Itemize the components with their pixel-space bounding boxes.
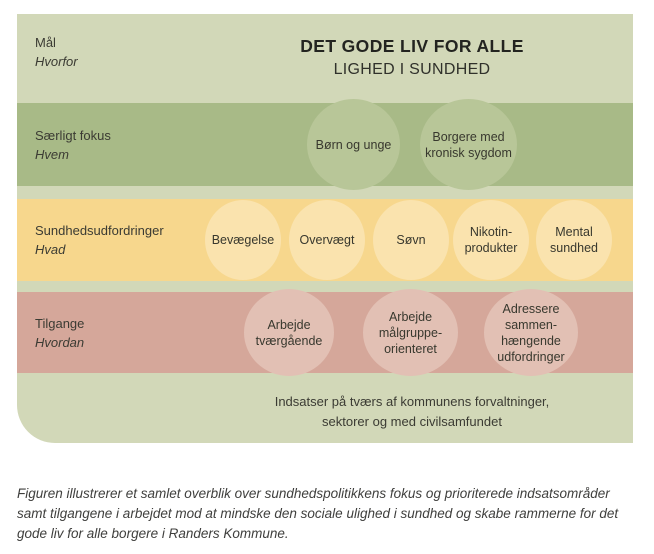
row-label-tilgange: Tilgange Hvordan bbox=[35, 314, 84, 352]
bubble-mental-sundhed: Mental sundhed bbox=[536, 200, 612, 280]
bubble-label: Børn og unge bbox=[315, 137, 392, 152]
row-label-sub: Hvordan bbox=[35, 334, 85, 350]
bubble-label: Arbejde målgruppe-orienteret bbox=[378, 309, 443, 356]
row-label-main: Mål bbox=[35, 35, 56, 50]
bubble-label: Adressere sammen-hængende udfordringer bbox=[497, 301, 565, 364]
bubble-borgere-med-kronisk-sygdom: Borgere med kronisk sygdom bbox=[420, 99, 517, 190]
bubble-label: Borgere med kronisk sygdom bbox=[425, 129, 512, 160]
bubble-born-og-unge: Børn og unge bbox=[307, 99, 400, 190]
bubble-arbejde-tvaergaaende: Arbejde tværgående bbox=[244, 289, 334, 376]
band-tilgange: Tilgange Hvordan Arbejde tværgående Arbe… bbox=[17, 289, 633, 376]
bubble-arbejde-maalgruppeorienteret: Arbejde målgruppe-orienteret bbox=[363, 289, 458, 376]
row-label-sub: Hvem bbox=[35, 146, 69, 162]
bubble-nikotinprodukter: Nikotin-produkter bbox=[453, 200, 529, 280]
bubble-overvaegt: Overvægt bbox=[289, 200, 365, 280]
bubble-label: Søvn bbox=[396, 233, 426, 247]
bubble-label: Bevægelse bbox=[211, 233, 275, 247]
diagram-subtitle: LIGHED I SUNDHED bbox=[333, 61, 491, 78]
bubble-adressere-sammenhaengende-udfordringer: Adressere sammen-hængende udfordringer bbox=[484, 289, 578, 376]
row-label-main: Særligt fokus bbox=[35, 127, 111, 143]
row-label-maal: Mål Hvorfor bbox=[35, 33, 78, 71]
health-policy-diagram: Mål Hvorfor DET GODE LIV FOR ALLE LIGHED… bbox=[17, 14, 633, 443]
row-label-sub: Hvad bbox=[35, 242, 66, 257]
bubble-bevaegelse: Bevægelse bbox=[205, 200, 281, 280]
band-saerligt-fokus: Særligt fokus Hvem Børn og unge Borgere … bbox=[17, 99, 633, 190]
row-label-main: Tilgange bbox=[35, 315, 85, 331]
bubble-sovn: Søvn bbox=[373, 200, 449, 280]
row-label-sub: Hvorfor bbox=[35, 54, 78, 69]
footer-line-2: sektorer og med civilsamfundet bbox=[322, 414, 502, 429]
row-label-sundhedsudfordringer: Sundhedsudfordringer Hvad bbox=[35, 221, 164, 259]
diagram-title-block: DET GODE LIV FOR ALLE LIGHED I SUNDHED bbox=[192, 36, 632, 79]
diagram-title: DET GODE LIV FOR ALLE bbox=[300, 36, 524, 56]
footer-line-1: Indsatser på tværs af kommunens forvaltn… bbox=[274, 394, 550, 409]
bubble-label: Mental sundhed bbox=[550, 225, 598, 255]
figure-caption: Figuren illustrerer et samlet overblik o… bbox=[17, 486, 619, 541]
bubble-label: Arbejde tværgående bbox=[255, 317, 323, 348]
band-sundhedsudfordringer: Sundhedsudfordringer Hvad Bevægelse Over… bbox=[17, 199, 633, 281]
row-label-saerligt-fokus: Særligt fokus Hvem bbox=[35, 126, 111, 164]
diagram-footer-text: Indsatser på tværs af kommunens forvaltn… bbox=[192, 392, 632, 432]
bubble-label: Overvægt bbox=[299, 233, 355, 247]
bubble-label: Nikotin-produkter bbox=[464, 225, 518, 255]
row-label-main: Sundhedsudfordringer bbox=[35, 223, 164, 238]
